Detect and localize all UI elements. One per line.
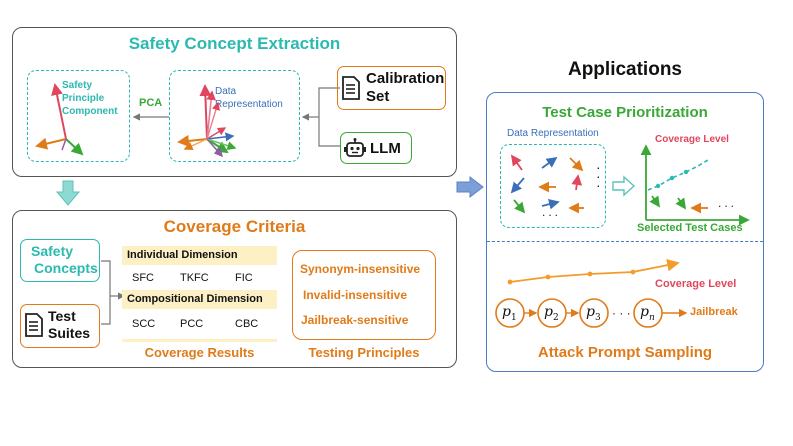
test-case-prioritization-title: Test Case Prioritization <box>542 104 708 121</box>
app-data-representation-box <box>500 144 606 228</box>
applications-title: Applications <box>567 59 682 80</box>
safety-concept-extraction-panel <box>12 27 457 177</box>
principle-synonym: Synonym-insensitive <box>300 262 421 276</box>
data-representation-vectors <box>177 84 237 158</box>
metric-tkfc: TKFC <box>180 272 209 284</box>
applications-divider <box>487 241 763 242</box>
calibration-set-label: Calibration Set <box>366 70 445 105</box>
pca-label: PCA <box>139 97 163 109</box>
robot-icon <box>344 138 366 157</box>
down-arrow <box>55 180 81 206</box>
testing-principles-box <box>292 250 436 340</box>
llm-label: LLM <box>370 140 401 157</box>
testing-principles-caption: Testing Principles <box>308 345 420 360</box>
hollow-arrow <box>612 175 636 197</box>
individual-dimension-label: Individual Dimension <box>127 249 238 261</box>
sampling-coverage-line <box>507 258 680 285</box>
metric-sfc: SFC <box>132 272 154 284</box>
test-suites-label: Test Suites <box>48 308 91 341</box>
coverage-criteria-panel <box>12 210 457 368</box>
prompt-pn: pn <box>640 304 655 323</box>
metric-pcc: PCC <box>180 318 204 330</box>
safety-concepts-label: Safety Concepts <box>31 243 98 276</box>
coverage-results-caption: Coverage Results <box>144 345 255 360</box>
individual-dimension-header <box>122 246 277 265</box>
principle-jailbreak: Jailbreak-sensitive <box>301 313 409 327</box>
document-icon <box>342 76 360 100</box>
principle-invalid: Invalid-insensitive <box>303 288 408 302</box>
results-bottom-rule <box>122 339 277 342</box>
prompt-dots: · · · <box>612 306 631 320</box>
metric-fic: FIC <box>235 272 253 284</box>
calibration-set-box <box>337 66 446 110</box>
criteria-connector <box>101 260 126 325</box>
vectors-ellipsis-right: ··· <box>596 159 601 193</box>
document-icon <box>25 313 43 337</box>
prioritization-coverage-label: Coverage Level <box>655 134 729 145</box>
right-arrow <box>456 175 484 199</box>
coverage-title: Coverage Criteria <box>163 217 306 236</box>
pca-arrow <box>132 113 169 121</box>
prompt-chain <box>495 298 688 328</box>
attack-prompt-sampling-title: Attack Prompt Sampling <box>537 344 713 361</box>
principle-component-box <box>27 70 130 162</box>
compositional-dimension-header <box>122 290 277 309</box>
data-representation-label: Data Representation <box>215 86 283 110</box>
prioritization-chart <box>640 144 750 226</box>
applications-panel <box>486 92 764 372</box>
test-suites-box <box>20 304 100 348</box>
llm-box <box>340 132 412 164</box>
metric-cbc: CBC <box>235 318 259 330</box>
app-data-representation-label: Data Representation <box>507 128 599 139</box>
compositional-dimension-label: Compositional Dimension <box>127 293 263 305</box>
prompt-p2: p2 <box>544 304 559 323</box>
extraction-title: Safety Concept Extraction <box>128 34 341 53</box>
data-representation-box <box>169 70 300 162</box>
selected-test-cases-label: Selected Test Cases <box>637 222 743 234</box>
input-connector <box>301 87 340 147</box>
sampling-coverage-label: Coverage Level <box>655 278 737 290</box>
vectors-ellipsis-bottom: ... <box>542 205 562 219</box>
metric-scc: SCC <box>132 318 156 330</box>
prompt-p1: p1 <box>502 304 517 323</box>
principle-component-label: Safety Principle Component <box>62 80 118 117</box>
jailbreak-label: Jailbreak <box>690 306 738 318</box>
chart-ellipsis: ... <box>718 196 738 210</box>
safety-concepts-box <box>20 239 100 282</box>
prompt-p3: p3 <box>586 304 601 323</box>
principle-component-vectors <box>35 83 84 156</box>
scattered-vectors <box>510 154 584 214</box>
